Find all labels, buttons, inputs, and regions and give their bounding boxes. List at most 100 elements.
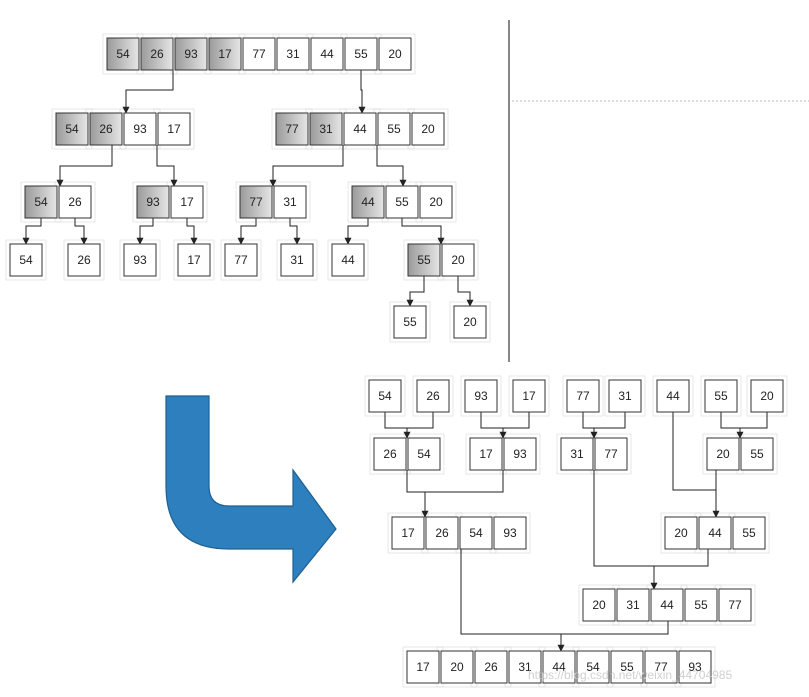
array-cell: [678, 650, 712, 684]
cell-value: 93: [133, 253, 147, 267]
merge-level0-array-5: 31: [608, 379, 642, 413]
cell-value: 55: [387, 122, 401, 136]
cell-value: 55: [417, 253, 431, 267]
cell-value: 31: [570, 447, 584, 461]
cell-value: 44: [361, 195, 375, 209]
array-cell: [718, 588, 752, 622]
array-cell: [280, 243, 314, 277]
array-cell: [684, 588, 718, 622]
cell-value: 20: [592, 598, 606, 612]
cell-value: 20: [716, 447, 730, 461]
cell-value: 55: [750, 447, 764, 461]
merge-level0-array-7: 55: [704, 379, 738, 413]
connector-line: [460, 549, 669, 635]
array-cell: [351, 185, 385, 219]
merge-level0-array-4: 77: [566, 379, 600, 413]
array-cell: [276, 37, 310, 71]
array-cell: [393, 305, 427, 339]
cell-value: 26: [383, 447, 397, 461]
split-level3-array-3: 17: [177, 243, 211, 277]
cell-value: 17: [416, 660, 430, 674]
connector-line: [593, 470, 709, 567]
cell-value: 17: [479, 447, 493, 461]
cell-value: 26: [435, 526, 449, 540]
array-cell: [378, 37, 412, 71]
cell-value: 26: [150, 47, 164, 61]
cell-value: 44: [708, 526, 722, 540]
connector-line: [156, 145, 178, 187]
array-cell: [177, 243, 211, 277]
array-cell: [750, 379, 784, 413]
array-cell: [157, 112, 191, 146]
cell-value: 55: [714, 389, 728, 403]
cell-value: 26: [426, 389, 440, 403]
split-level3-array-4: 77: [224, 243, 258, 277]
cell-value: 31: [518, 660, 532, 674]
array-cell: [67, 243, 101, 277]
cell-value: 44: [353, 122, 367, 136]
cell-value: 55: [742, 526, 756, 540]
array-cell: [616, 588, 650, 622]
array-cell: [368, 379, 402, 413]
connector-line: [269, 145, 344, 187]
connector-line: [289, 218, 301, 245]
array-cell: [377, 112, 411, 146]
array-cell: [309, 112, 343, 146]
cell-value: 44: [341, 253, 355, 267]
array-cell: [406, 650, 440, 684]
array-cell: [239, 185, 273, 219]
cell-value: 20: [450, 660, 464, 674]
cell-value: 93: [474, 389, 488, 403]
cell-value: 44: [320, 47, 334, 61]
array-cell: [704, 379, 738, 413]
connector-line: [672, 412, 717, 491]
merge-level0-array-2: 93: [464, 379, 498, 413]
cell-value: 55: [354, 47, 368, 61]
cell-value: 54: [65, 122, 79, 136]
cell-value: 77: [576, 389, 590, 403]
cell-value: 44: [660, 598, 674, 612]
merge-level0-array-8: 20: [750, 379, 784, 413]
connector-line: [344, 218, 369, 245]
array-cell: [508, 650, 542, 684]
array-cell: [123, 112, 157, 146]
cell-value: 77: [252, 47, 266, 61]
array-cell: [123, 243, 157, 277]
array-cell: [106, 37, 140, 71]
split-level4-array-1: 20: [453, 305, 487, 339]
array-cell: [664, 516, 698, 550]
cell-value: 31: [283, 195, 297, 209]
array-cell: [55, 112, 89, 146]
array-cell: [493, 516, 527, 550]
cell-value: 17: [167, 122, 181, 136]
split-level3-array-1: 26: [67, 243, 101, 277]
connector-line: [56, 145, 113, 187]
array-cell: [644, 650, 678, 684]
array-cell: [560, 437, 594, 471]
connector-layer: [22, 70, 768, 652]
connector-line: [384, 412, 434, 429]
array-cell: [608, 379, 642, 413]
watermark-text: https://blog.csdn.net/weixin_44704985: [528, 668, 733, 682]
cell-value: 54: [586, 660, 600, 674]
cell-value: 26: [68, 195, 82, 209]
array-cell: [650, 588, 684, 622]
cell-value: 77: [654, 660, 668, 674]
cell-value: 55: [395, 195, 409, 209]
cell-value: 17: [187, 253, 201, 267]
cell-value: 20: [388, 47, 402, 61]
merge-level0-array-3: 17: [512, 379, 546, 413]
array-cell: [419, 185, 453, 219]
connector-line: [401, 218, 445, 245]
array-cell: [24, 185, 58, 219]
connector-line: [457, 276, 474, 307]
cell-value: 44: [666, 389, 680, 403]
array-cell: [174, 37, 208, 71]
array-cell: [416, 379, 450, 413]
